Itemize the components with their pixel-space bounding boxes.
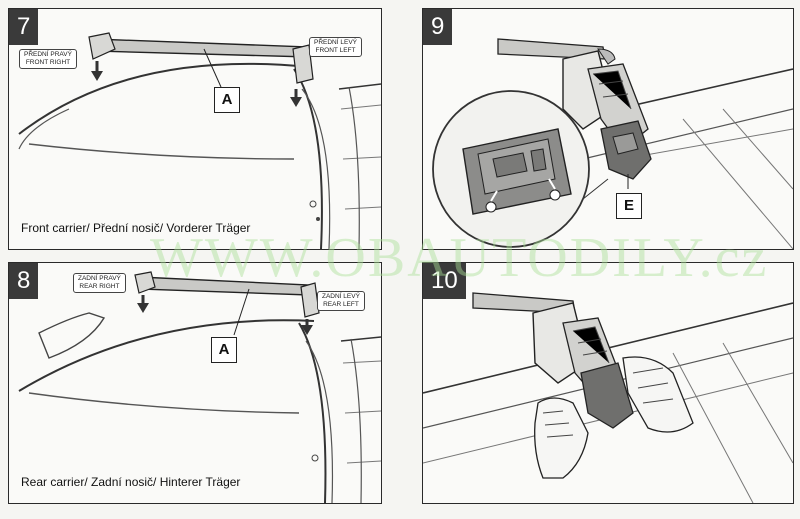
callout-a: A — [211, 337, 237, 363]
panel-step-9: 9 E — [422, 8, 794, 250]
front-left-label-en: FRONT LEFT — [315, 47, 356, 54]
rear-right-label-en: REAR RIGHT — [79, 283, 120, 290]
step-number: 10 — [423, 263, 466, 299]
car-roof-rear-drawing — [18, 271, 381, 503]
rear-right-label-cz: ZADNÍ PRAVÝ — [78, 275, 121, 282]
front-left-label: PŘEDNÍ LEVÝ FRONT LEFT — [309, 37, 362, 57]
clamp-tightening-hands-drawing — [423, 292, 793, 503]
panel-step-7: 7 PŘEDNÍ PRAVÝ FRONT RIGHT PŘEDNÍ LEVÝ F… — [8, 8, 382, 250]
panel-step-8: 8 ZADNÍ PRAVÝ REAR RIGHT ZADNÍ LEVÝ REAR… — [8, 262, 382, 504]
panel-step-10: 10 — [422, 262, 794, 504]
rear-left-label-cz: ZADNÍ LEVÝ — [322, 293, 360, 300]
foot-clamp-detail-drawing — [432, 38, 793, 249]
callout-a: A — [214, 87, 240, 113]
front-right-label-en: FRONT RIGHT — [25, 59, 71, 66]
front-left-label-cz: PŘEDNÍ LEVÝ — [314, 39, 357, 46]
rear-right-label: ZADNÍ PRAVÝ REAR RIGHT — [73, 273, 126, 293]
step-number: 9 — [423, 9, 453, 45]
step-caption: Rear carrier/ Zadní nosič/ Hinterer Träg… — [21, 475, 241, 489]
step-caption: Front carrier/ Přední nosič/ Vorderer Tr… — [21, 221, 251, 235]
front-right-label: PŘEDNÍ PRAVÝ FRONT RIGHT — [19, 49, 77, 69]
callout-e: E — [616, 193, 642, 219]
front-right-label-cz: PŘEDNÍ PRAVÝ — [24, 51, 72, 58]
rear-left-label: ZADNÍ LEVÝ REAR LEFT — [317, 291, 365, 311]
step-number: 8 — [9, 263, 39, 299]
car-roof-front-drawing — [18, 32, 381, 249]
step-number: 7 — [9, 9, 39, 45]
rear-left-label-en: REAR LEFT — [323, 301, 359, 308]
